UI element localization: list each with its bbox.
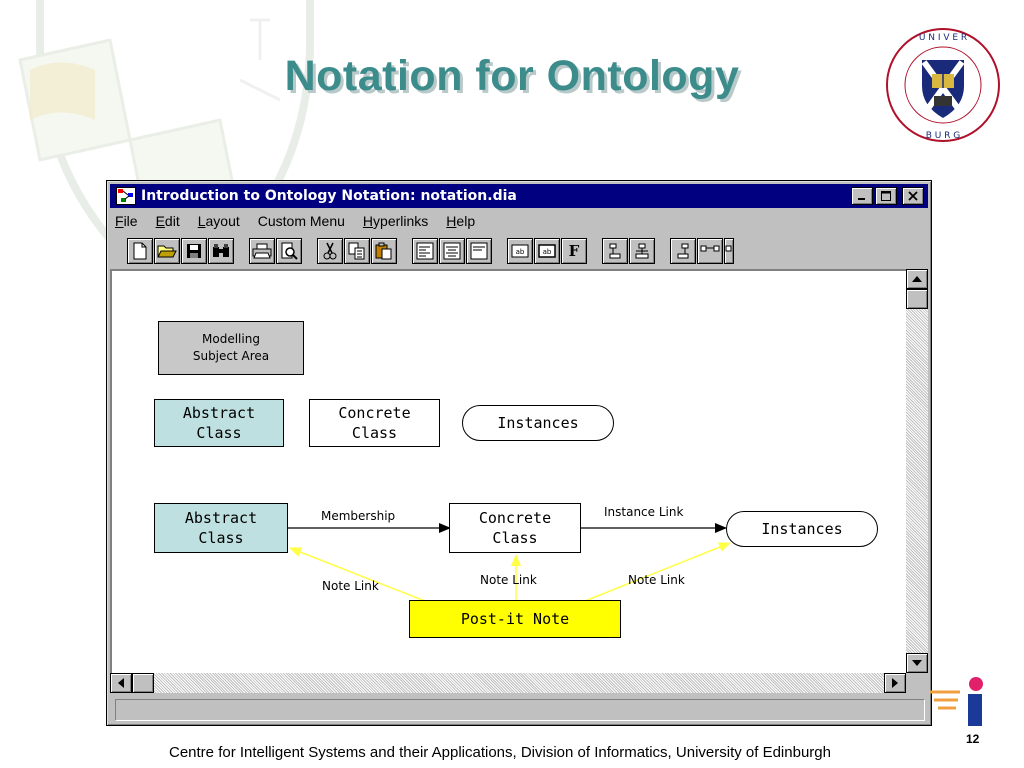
layout-right-icon — [677, 243, 689, 259]
copy-button[interactable] — [344, 238, 370, 264]
scroll-up-button[interactable] — [906, 269, 928, 289]
menu-edit[interactable]: Edit — [155, 213, 180, 229]
diagram-canvas[interactable]: Modelling Subject Area Abstract Class Co… — [110, 269, 906, 673]
diagram-edges — [287, 523, 731, 604]
close-icon — [908, 191, 918, 201]
print-preview-button[interactable] — [276, 238, 302, 264]
window-titlebar[interactable]: Introduction to Ontology Notation: notat… — [110, 184, 928, 208]
svg-text:ab: ab — [543, 248, 552, 256]
horizontal-scrollbar[interactable] — [110, 673, 906, 693]
status-bar — [115, 699, 925, 721]
university-seal-logo: U N I V E R B U R G — [886, 28, 1000, 142]
layout-tree-button[interactable] — [602, 238, 628, 264]
scroll-down-button[interactable] — [906, 653, 928, 673]
save-button[interactable] — [181, 238, 207, 264]
slide-footer: Centre for Intelligent Systems and their… — [169, 744, 831, 761]
scroll-right-button[interactable] — [884, 673, 906, 693]
note-link-label-middle: Note Link — [480, 573, 537, 587]
window-title: Introduction to Ontology Notation: notat… — [141, 188, 517, 204]
vertical-scroll-thumb[interactable] — [906, 289, 928, 309]
modelling-subject-area-node[interactable]: Modelling Subject Area — [158, 321, 304, 375]
open-file-button[interactable] — [154, 238, 180, 264]
menu-file[interactable]: File — [115, 213, 138, 229]
note-link-label-left: Note Link — [322, 579, 379, 593]
cut-button[interactable] — [317, 238, 343, 264]
text-field-button[interactable]: ab — [534, 238, 560, 264]
slide-title: Notation for Ontology — [284, 52, 740, 100]
maximize-icon — [881, 191, 891, 201]
layout-more-icon — [725, 245, 732, 252]
find-button[interactable] — [208, 238, 234, 264]
layout-right-button[interactable] — [670, 238, 696, 264]
text-field-icon: ab — [538, 244, 556, 258]
note-link-right[interactable] — [579, 542, 731, 604]
align-right-button[interactable] — [466, 238, 492, 264]
arrow-down-icon — [912, 660, 922, 666]
align-center-icon — [443, 242, 461, 260]
arrow-left-icon — [118, 678, 124, 688]
menu-help[interactable]: Help — [446, 213, 476, 229]
paste-icon — [375, 242, 392, 260]
membership-label: Membership — [321, 509, 396, 523]
application-window: Introduction to Ontology Notation: notat… — [106, 180, 932, 726]
layout-center-icon — [635, 243, 649, 259]
abstract-class-node[interactable]: Abstract Class — [154, 399, 284, 447]
layout-horizontal-button[interactable] — [697, 238, 723, 264]
toolbar: ab ab F — [115, 236, 927, 268]
align-left-icon — [416, 242, 434, 260]
print-preview-icon — [281, 242, 298, 260]
concrete-class-node-2[interactable]: Concrete Class — [449, 503, 581, 553]
align-center-button[interactable] — [439, 238, 465, 264]
note-link-label-right: Note Link — [628, 573, 685, 587]
informatics-logo — [930, 677, 983, 726]
vertical-scrollbar[interactable] — [906, 269, 928, 673]
save-disk-icon — [187, 244, 201, 258]
post-it-note-node[interactable]: Post-it Note — [409, 600, 621, 638]
new-file-icon — [133, 242, 147, 260]
align-left-button[interactable] — [412, 238, 438, 264]
arrow-up-icon — [912, 276, 922, 282]
minimize-icon — [858, 198, 865, 200]
layout-left-icon — [609, 243, 621, 259]
page-number: 12 — [966, 732, 980, 746]
instance-link-label: Instance Link — [604, 505, 684, 519]
print-button[interactable] — [249, 238, 275, 264]
horizontal-scroll-thumb[interactable] — [132, 673, 154, 693]
scroll-left-button[interactable] — [110, 673, 132, 693]
menu-bar: File Edit Layout Custom Menu Hyperlinks … — [115, 211, 475, 231]
layout-horizontal-icon — [700, 245, 720, 252]
close-button[interactable] — [902, 187, 924, 205]
layout-center-button[interactable] — [629, 238, 655, 264]
new-file-button[interactable] — [127, 238, 153, 264]
svg-text:U N I V E R: U N I V E R — [919, 33, 967, 43]
text-box-icon: ab — [511, 244, 529, 258]
instances-node[interactable]: Instances — [462, 405, 614, 441]
font-label: F — [568, 242, 580, 260]
abstract-class-node-2[interactable]: Abstract Class — [154, 503, 288, 553]
arrow-right-icon — [892, 678, 898, 688]
instances-node-2[interactable]: Instances — [726, 511, 878, 547]
layout-more-button[interactable] — [724, 238, 734, 264]
scissors-icon — [323, 242, 337, 260]
printer-icon — [252, 243, 272, 259]
paste-button[interactable] — [371, 238, 397, 264]
maximize-button[interactable] — [875, 187, 897, 205]
concrete-class-node[interactable]: Concrete Class — [309, 399, 440, 447]
svg-text:ab: ab — [516, 248, 525, 256]
binoculars-icon — [213, 244, 229, 257]
minimize-button[interactable] — [851, 187, 873, 205]
svg-text:B U R G: B U R G — [926, 131, 961, 141]
menu-hyperlinks[interactable]: Hyperlinks — [362, 213, 429, 229]
text-box-button[interactable]: ab — [507, 238, 533, 264]
menu-custom-menu[interactable]: Custom Menu — [257, 213, 345, 229]
note-link-left[interactable] — [289, 547, 431, 604]
menu-layout[interactable]: Layout — [197, 213, 240, 229]
copy-icon — [348, 242, 365, 260]
app-icon — [116, 187, 136, 205]
font-button[interactable]: F — [561, 238, 587, 264]
open-folder-icon — [157, 245, 177, 258]
align-top-icon — [470, 242, 488, 260]
